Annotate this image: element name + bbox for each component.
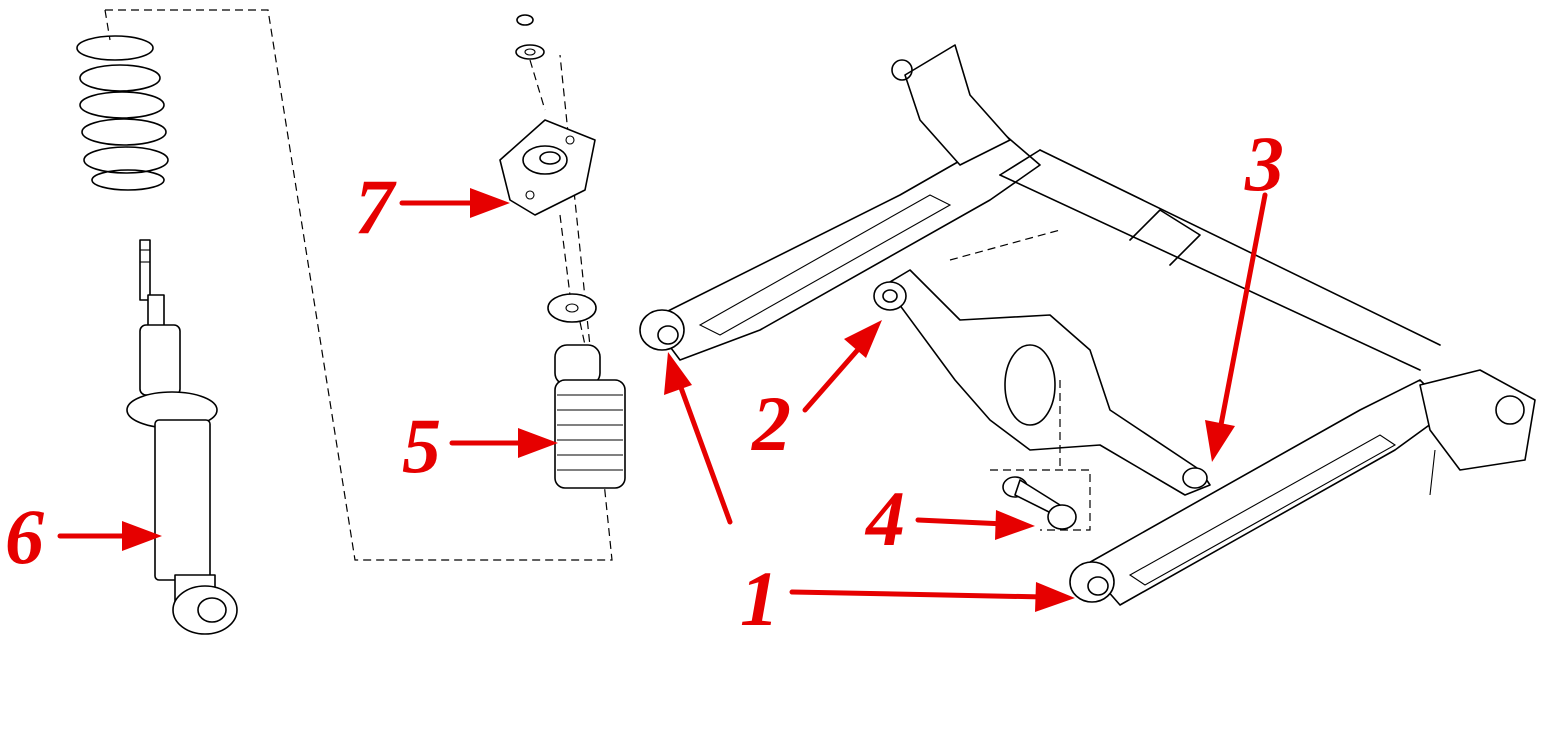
strut-mount [499, 119, 596, 296]
callout-2: 2 [752, 380, 791, 467]
shock-absorber [126, 239, 238, 635]
callout-7: 7 [355, 163, 394, 250]
dust-boot [554, 344, 626, 489]
coil-spring [76, 35, 169, 191]
callout-6: 6 [5, 493, 44, 580]
callout-1: 1 [740, 555, 779, 642]
differential-mount [873, 229, 1211, 496]
callout-4: 4 [866, 475, 905, 562]
right-knuckle [1419, 369, 1536, 496]
arrow-4 [915, 517, 1008, 527]
callout-3: 3 [1245, 120, 1284, 207]
lateral-link [990, 469, 1091, 531]
arrow-1b [789, 589, 1048, 600]
arrow-3 [1217, 192, 1268, 433]
crossmember [999, 149, 1441, 371]
left-knuckle [891, 44, 1011, 166]
arrows [57, 188, 1268, 612]
arrow-2 [802, 342, 865, 413]
right-trailing-arm [1069, 379, 1451, 606]
callout-5: 5 [402, 402, 441, 489]
strut-top-hardware [515, 14, 546, 111]
bump-stop [547, 293, 597, 346]
arrow-1a [677, 382, 733, 525]
